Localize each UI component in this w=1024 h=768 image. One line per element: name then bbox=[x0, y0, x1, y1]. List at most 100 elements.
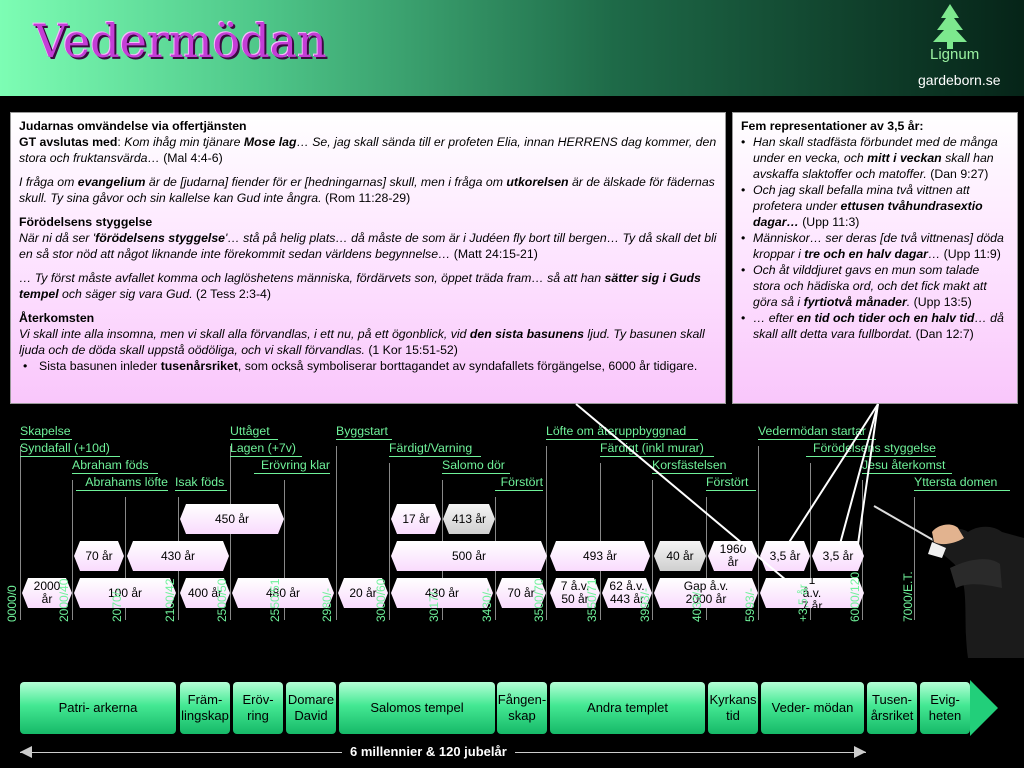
text-bold: den sista basunens bbox=[469, 327, 585, 341]
guide-line bbox=[652, 480, 653, 620]
text: Och åt vilddjuret gavs en mun som talade… bbox=[753, 263, 987, 309]
event-label: Byggstart bbox=[336, 424, 392, 440]
reference: (Upp 11:3) bbox=[798, 215, 860, 229]
event-label: Yttersta domen bbox=[914, 475, 1010, 491]
text: och säger sig vara Gud. bbox=[58, 287, 193, 301]
span-pill: 500 år bbox=[391, 541, 547, 571]
text-bold: tusenårsriket bbox=[160, 359, 238, 373]
span-pill: 1 å.v. 7 år bbox=[760, 578, 864, 608]
span-pill: Gap å.v. 2000 år bbox=[654, 578, 758, 608]
year-label: 2550/51 bbox=[268, 578, 282, 622]
reference: (Dan 9:27) bbox=[926, 167, 989, 181]
arrow-left-icon bbox=[20, 746, 32, 758]
guide-line bbox=[914, 497, 915, 620]
text: … då skall allt detta vara fullbordat. bbox=[753, 311, 1004, 341]
reference: (2 Tess 2:3-4) bbox=[192, 287, 271, 301]
event-label: Vedermödan startar bbox=[758, 424, 876, 440]
box-subheading: Förödelsens styggelse bbox=[19, 215, 153, 229]
span-pill: 70 år bbox=[74, 541, 124, 571]
year-label: 3993/- bbox=[638, 587, 652, 622]
span-pill: 20 år bbox=[338, 578, 388, 608]
list-item: Och jag skall befalla mina två vittnen a… bbox=[741, 182, 1009, 230]
reference: (Mal 4:4-6) bbox=[159, 151, 223, 165]
left-text-box: Judarnas omvändelse via offertjänsten GT… bbox=[10, 112, 726, 404]
list-item: … efter en tid och tider och en halv tid… bbox=[741, 310, 1009, 342]
reference: (Dan 12:7) bbox=[912, 327, 974, 341]
era-block: Salomos tempel bbox=[339, 682, 495, 734]
tree-icon bbox=[933, 4, 967, 49]
span-pill: 413 år bbox=[443, 504, 495, 534]
text: '… stå på helig plats… då måste de som ä… bbox=[19, 231, 717, 261]
text-bold: Mose lag bbox=[243, 135, 297, 149]
event-label: Isak föds bbox=[175, 475, 227, 491]
arrow-right-icon bbox=[854, 746, 866, 758]
text: är de älskade för fädernas skull. Ty sin… bbox=[19, 175, 715, 205]
text: Sista basunen inleder bbox=[39, 359, 161, 373]
text-bold: evangelium bbox=[77, 175, 146, 189]
logo-name: Lignum bbox=[930, 46, 980, 63]
span-pill: 62 å.v. 443 år bbox=[602, 578, 652, 608]
reference: (Matt 24:15-21) bbox=[450, 247, 538, 261]
event-label: Jesu återkomst bbox=[862, 458, 952, 474]
era-block: Kyrkans tid bbox=[708, 682, 758, 734]
era-block: Domare David bbox=[286, 682, 336, 734]
text: Han skall stadfästa förbundet med de mån… bbox=[753, 135, 998, 165]
span-pill: 3,5 år bbox=[812, 541, 864, 571]
event-label: Salomo dör bbox=[442, 458, 510, 474]
span-pill: 430 år bbox=[127, 541, 229, 571]
guide-line bbox=[284, 480, 285, 620]
event-label: Löfte om återuppbyggnad bbox=[546, 424, 698, 440]
year-label: 3500/70 bbox=[532, 578, 546, 622]
year-label: 2070/- bbox=[110, 587, 124, 622]
right-text-box: Fem representationer av 3,5 år: Han skal… bbox=[732, 112, 1018, 404]
year-label: 3430/- bbox=[480, 587, 494, 622]
span-pill: 7 å.v. 50 år bbox=[550, 578, 600, 608]
span-total-label: 6 millennier & 120 jubelår bbox=[342, 743, 515, 761]
span-pill: 480 år bbox=[232, 578, 334, 608]
list-item: Han skall stadfästa förbundet med de mån… bbox=[741, 134, 1009, 182]
text-bold: GT avslutas med bbox=[19, 135, 118, 149]
span-pill: 17 år bbox=[391, 504, 441, 534]
text: är de [judarna] fiender för er [hedninga… bbox=[145, 175, 507, 189]
header: Vedermödan Lignum gardeborn.se bbox=[0, 0, 1024, 96]
guide-line bbox=[336, 446, 337, 620]
text-bold: en tid och tider och en halv tid bbox=[796, 311, 975, 325]
guide-line bbox=[758, 446, 759, 620]
guide-line bbox=[862, 480, 863, 620]
event-label: Abraham föds bbox=[72, 458, 158, 474]
logo-site: gardeborn.se bbox=[918, 72, 1001, 88]
text: Kom ihåg min tjänare bbox=[124, 135, 244, 149]
year-label: 3000/60 bbox=[374, 578, 388, 622]
era-block: Fången- skap bbox=[497, 682, 547, 734]
text: skall han avskaffa slaktoffer och matoff… bbox=[753, 151, 994, 181]
guide-line bbox=[546, 446, 547, 620]
event-label: Uttåget bbox=[230, 424, 278, 440]
year-label: 3550/71 bbox=[585, 578, 599, 622]
list-item: Sista basunen inleder tusenårsriket, som… bbox=[19, 358, 717, 374]
text-bold: fyrtiotvå månader bbox=[803, 295, 907, 309]
text-bold: sätter sig i Guds tempel bbox=[19, 271, 701, 301]
span-pill: 70 år bbox=[496, 578, 546, 608]
event-label: Färdigt/Varning bbox=[389, 441, 481, 457]
year-label: 2500/50 bbox=[215, 578, 229, 622]
event-label: Färdigt (inkl murar) bbox=[600, 441, 714, 457]
reference: (1 Kor 15:51-52) bbox=[364, 343, 458, 357]
reference: (Upp 11:9) bbox=[940, 247, 1001, 261]
text: … bbox=[927, 247, 941, 261]
event-label: Skapelse bbox=[20, 424, 72, 440]
span-pill: 400 år bbox=[180, 578, 230, 608]
text-bold: mitt i veckan bbox=[867, 151, 942, 165]
text: … efter bbox=[753, 311, 797, 325]
era-block: Evig- heten bbox=[920, 682, 970, 734]
event-label: Förstört bbox=[706, 475, 756, 491]
text: … Ty först måste avfallet komma och lagl… bbox=[19, 271, 605, 285]
box-heading: Judarnas omvändelse via offertjänsten bbox=[19, 119, 247, 133]
conductor-icon bbox=[873, 505, 1024, 658]
era-block: Andra templet bbox=[550, 682, 705, 734]
guide-line bbox=[125, 497, 126, 620]
list-item: Människor… ser deras [de två vittnenas] … bbox=[741, 230, 1009, 262]
year-label: 3017/- bbox=[427, 587, 441, 622]
guide-line bbox=[72, 480, 73, 620]
span-pill: 430 år bbox=[391, 578, 493, 608]
